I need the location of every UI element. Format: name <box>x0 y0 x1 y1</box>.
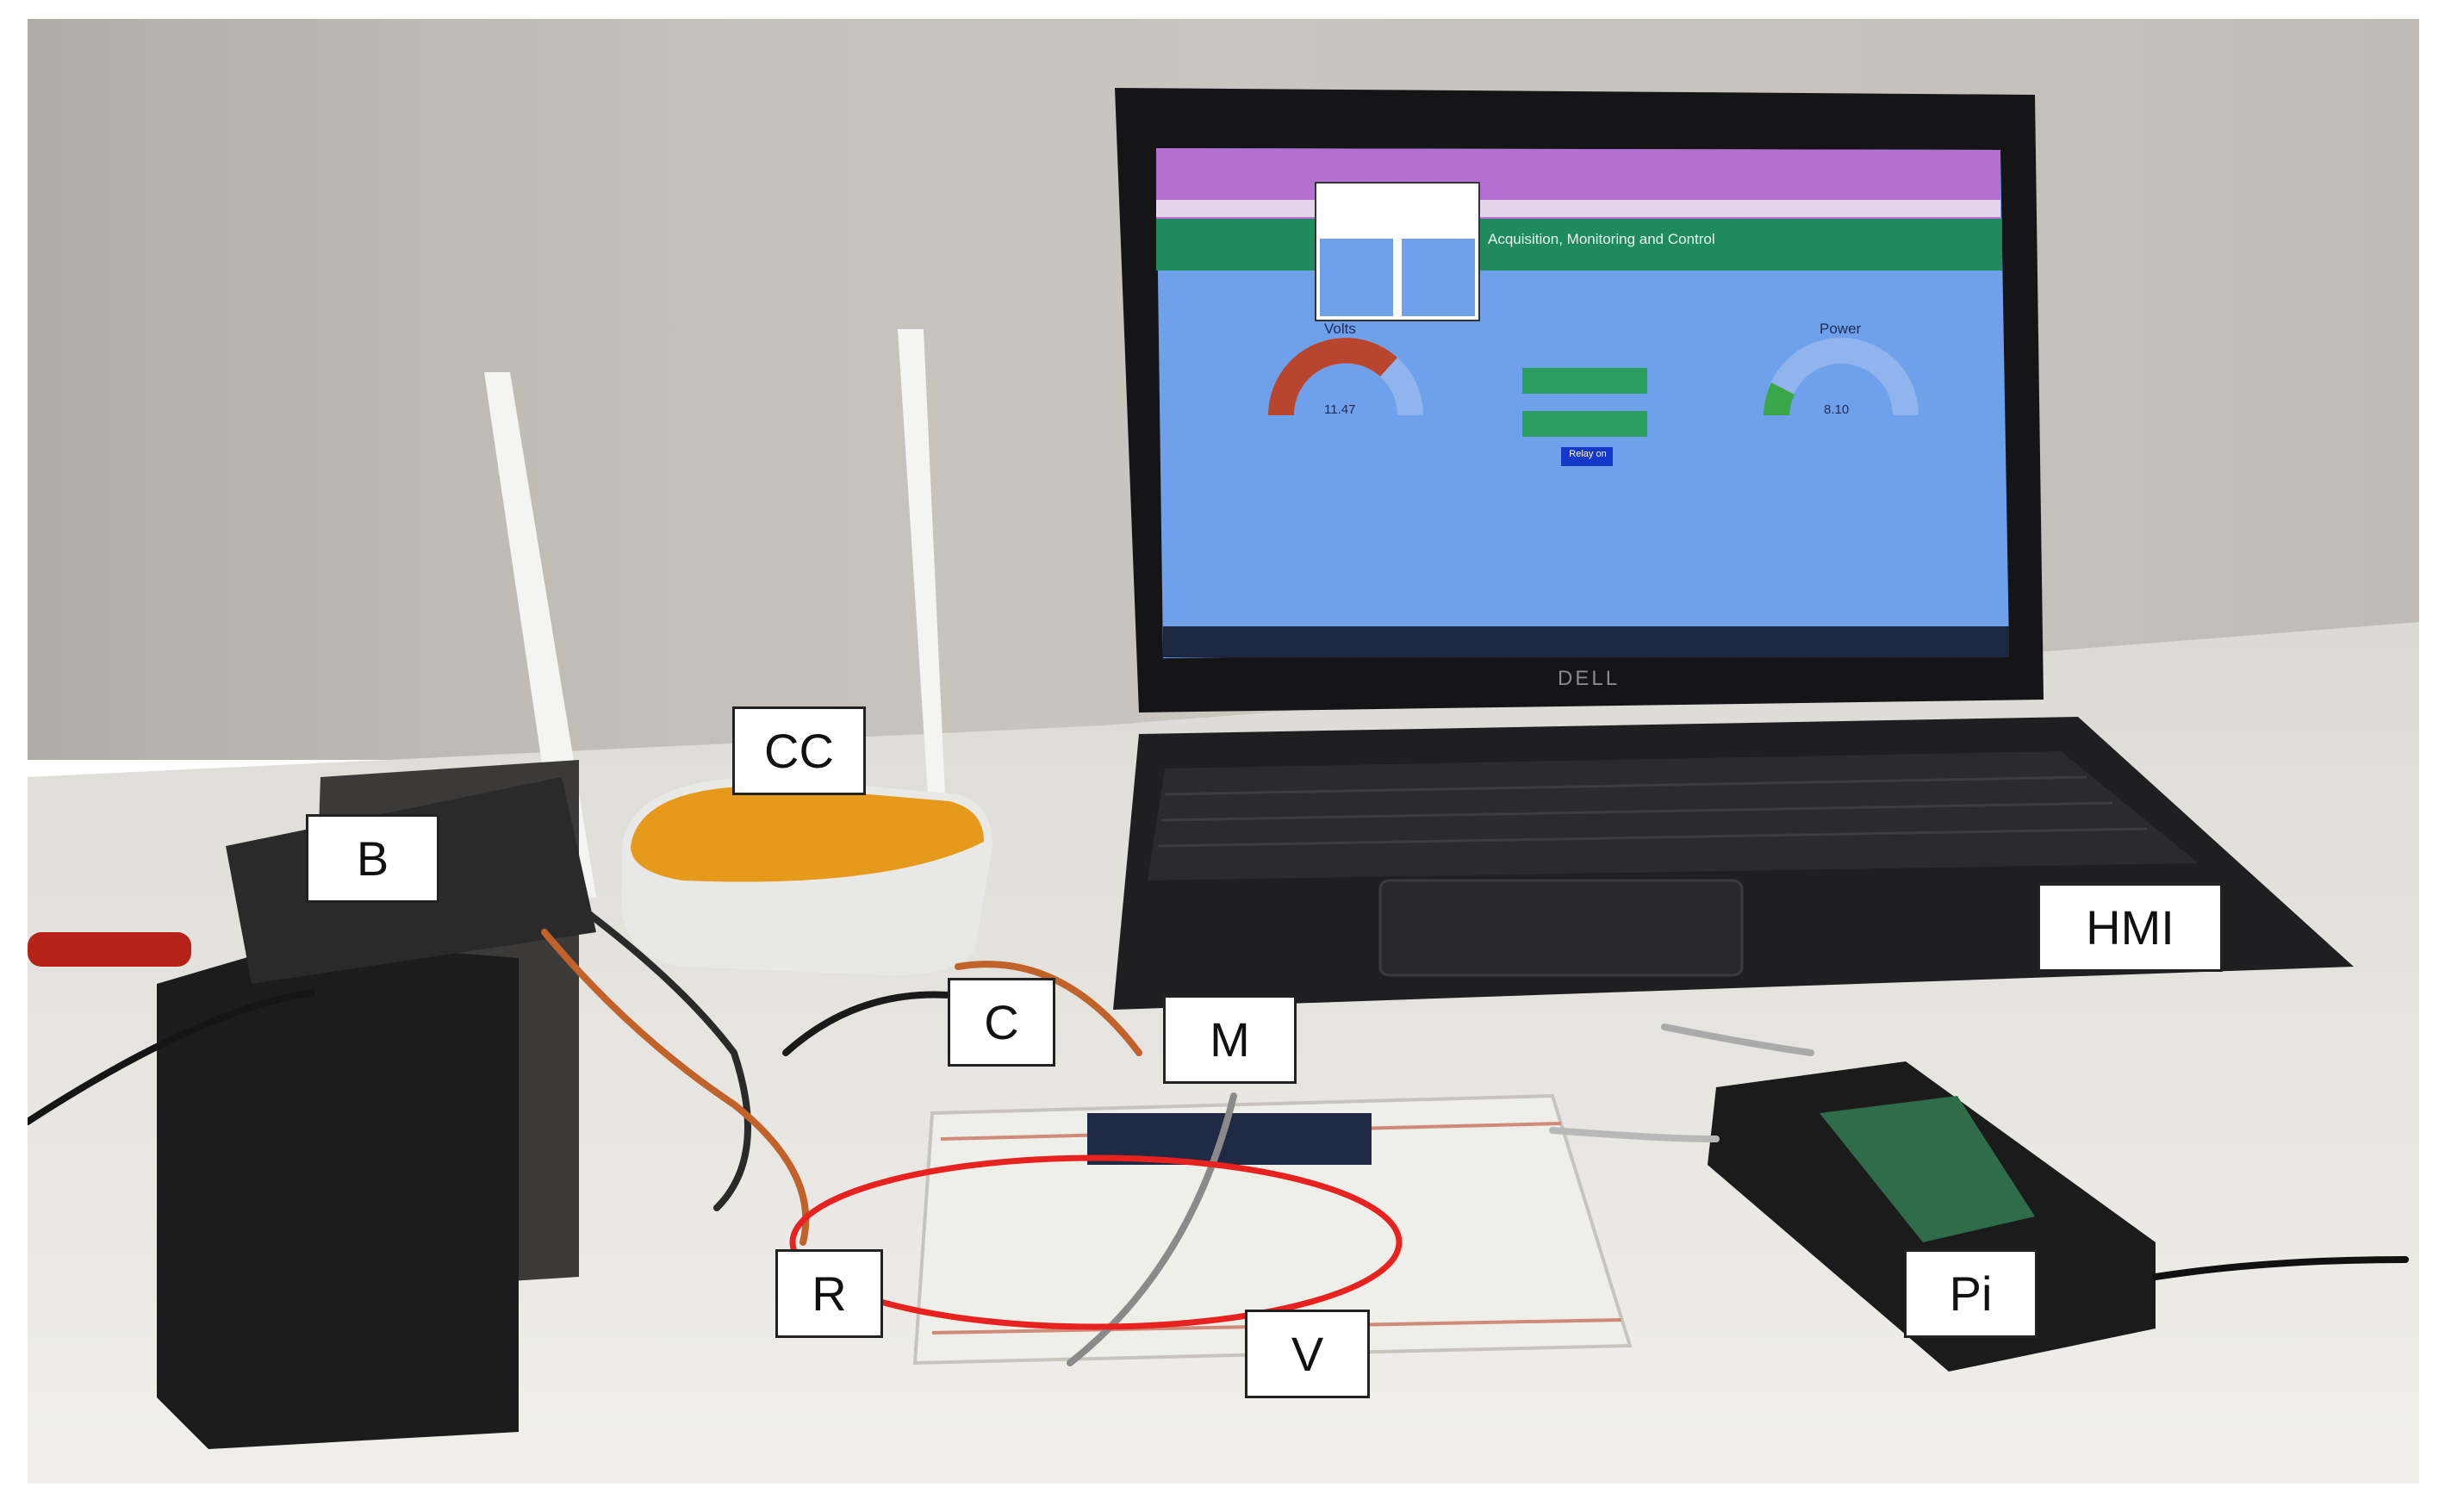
label-current-sensor: C <box>948 978 1055 1067</box>
label-voltage-sensors: V <box>1245 1310 1370 1398</box>
power-gauge-title: Power <box>1820 320 1862 337</box>
screen-header-bar <box>1156 219 2002 271</box>
relay-button-bg <box>1561 447 1613 466</box>
label-battery: B <box>306 814 439 903</box>
taskbar <box>1163 626 2009 657</box>
router-top <box>631 786 984 882</box>
laptop-logo: DELL <box>1558 667 1621 690</box>
power-gauge-fill <box>1764 383 1795 415</box>
pi-board <box>1820 1096 2035 1242</box>
keyboard-rows <box>1157 775 2148 848</box>
status-box <box>1522 411 1647 437</box>
label-microcontroller: M <box>1163 995 1297 1084</box>
bookmarks-bar <box>1156 200 2000 217</box>
scene-svg <box>28 19 2419 1484</box>
router-antenna-right <box>898 329 945 794</box>
volts-gauge-fill <box>1268 338 1397 415</box>
battery-box <box>157 941 519 1449</box>
keyboard <box>1148 751 2199 880</box>
energy-box <box>1522 368 1647 394</box>
power-gauge-value: 8.10 <box>1824 402 1850 417</box>
red-cable <box>28 932 191 967</box>
screen-header-text: Acquisition, Monitoring and Control <box>1488 231 1715 247</box>
popup-thumb-left <box>1320 239 1393 316</box>
volts-gauge-value: 11.47 <box>1324 402 1356 417</box>
power-gauge-track <box>1764 338 1919 415</box>
relay-button[interactable]: Relay on <box>1569 449 1607 459</box>
highlight-ellipse <box>789 1154 1403 1330</box>
volts-gauge-title: Volts <box>1324 320 1356 337</box>
label-hmi: HMI <box>2038 883 2223 972</box>
popup-thumb-right <box>1402 239 1475 316</box>
touchpad <box>1378 879 1744 977</box>
label-raspberry-pi: Pi <box>1904 1249 2038 1338</box>
label-charge-controller: CC <box>732 706 866 795</box>
label-relay: R <box>775 1249 883 1338</box>
photo: Acquisition, Monitoring and Control Volt… <box>28 19 2419 1484</box>
